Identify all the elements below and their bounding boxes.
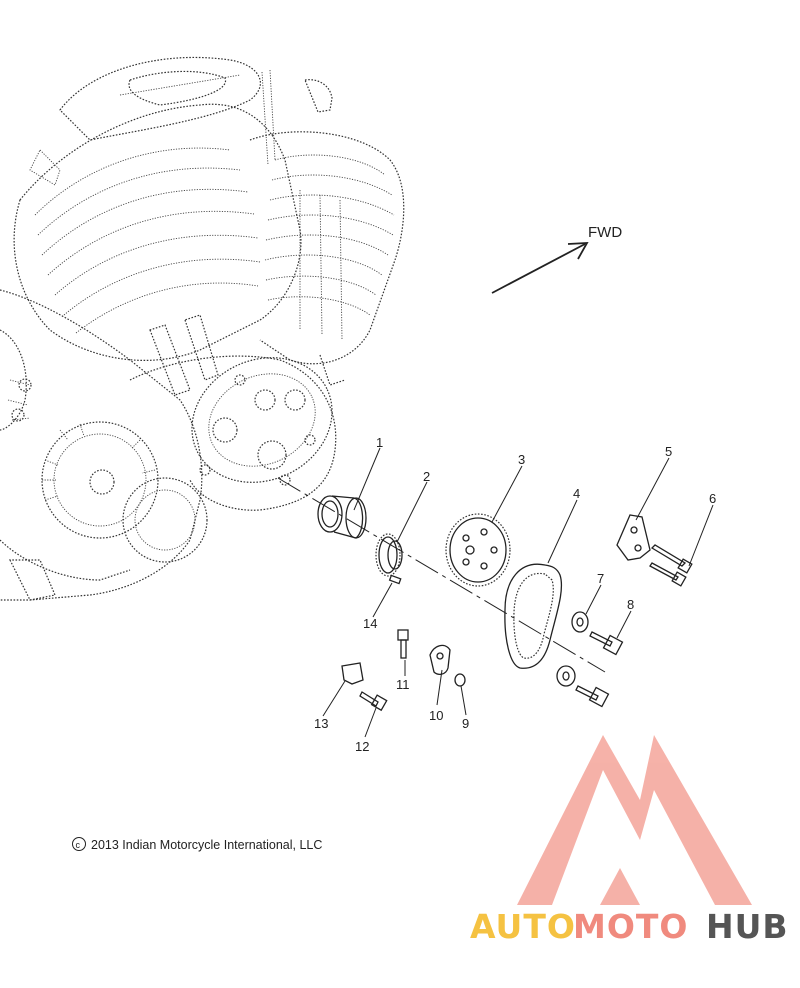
part-2-sprocket (375, 533, 403, 577)
part-14-dowel-pin (388, 574, 402, 585)
watermark-logo (517, 735, 752, 905)
part-7-washer (571, 611, 589, 633)
watermark-wordmark: AUTO MOTO HUB (470, 907, 789, 946)
part-4-cam-chain (504, 563, 563, 669)
callout-7: 7 (597, 571, 604, 586)
watermark-auto: AUTO (470, 907, 576, 946)
callout-3: 3 (518, 452, 525, 467)
callout-5: 5 (665, 444, 672, 459)
watermark-moto: MOTO (573, 907, 688, 946)
callout-6: 6 (709, 491, 716, 506)
watermark-hub: HUB (706, 907, 789, 946)
copyright-notice: c 2013 Indian Motorcycle International, … (72, 837, 322, 852)
copyright-text: 2013 Indian Motorcycle International, LL… (91, 838, 322, 852)
part-6-screws (649, 544, 693, 587)
callout-8: 8 (627, 597, 634, 612)
part-1-bushing (317, 495, 367, 539)
callout-10: 10 (429, 708, 443, 723)
part-7-washer-lower (556, 665, 576, 687)
engine-illustration (0, 56, 405, 601)
part-11-stud (397, 629, 409, 659)
leader-lines (322, 447, 714, 738)
part-13-sensor (341, 662, 364, 685)
callout-4: 4 (573, 486, 580, 501)
part-8-bolt (589, 631, 624, 656)
part-5-chain-guide (616, 514, 651, 561)
fwd-label: FWD (588, 224, 622, 241)
part-8-bolt-lower (575, 685, 610, 708)
callout-9: 9 (462, 716, 469, 731)
callout-14: 14 (363, 616, 377, 631)
part-9-nut (454, 673, 466, 687)
callout-11: 11 (396, 677, 410, 692)
part-12-bolt (359, 691, 388, 712)
callout-12: 12 (355, 739, 369, 754)
callout-labels: 1 2 3 4 5 6 7 8 9 10 11 12 13 14 (314, 435, 716, 754)
callout-1: 1 (376, 435, 383, 450)
part-10-tensioner (429, 644, 451, 675)
watermark-triangle-icon (517, 735, 752, 905)
part-3-cam-sprocket (445, 513, 511, 587)
assembly-axis-line (277, 477, 606, 673)
copyright-symbol: c (76, 840, 81, 850)
forward-direction-indicator: FWD (491, 224, 622, 294)
callout-13: 13 (314, 716, 328, 731)
callout-2: 2 (423, 469, 430, 484)
